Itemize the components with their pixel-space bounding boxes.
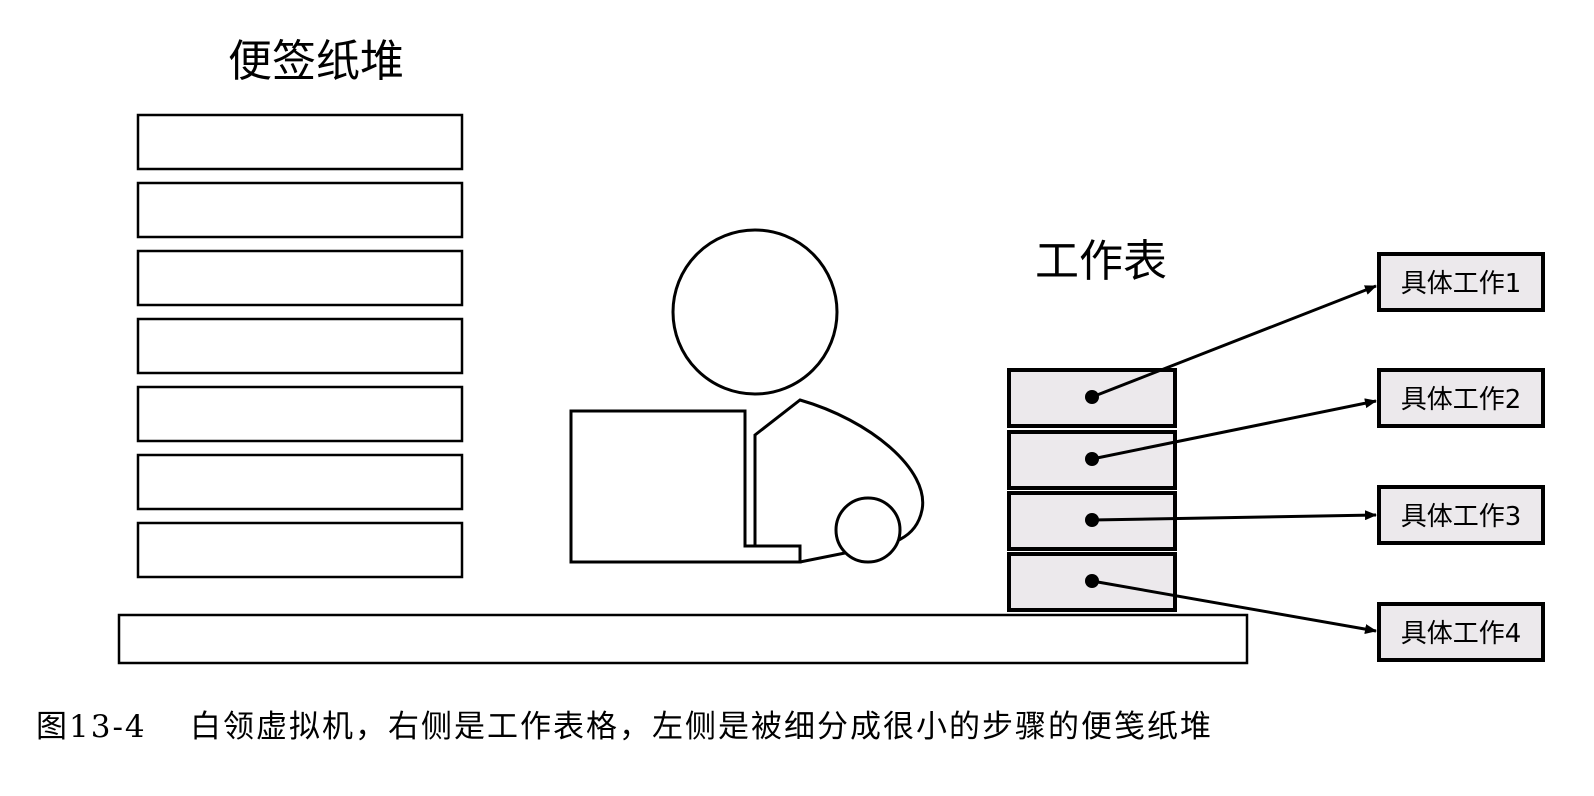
cell-1-dot <box>1085 390 1099 404</box>
sticky-note-1 <box>136 113 464 171</box>
sticky-note-7 <box>136 521 464 579</box>
sticky-note-stack <box>136 113 464 579</box>
worker-hand <box>834 496 902 564</box>
sticky-note-2 <box>136 181 464 239</box>
task-label-1: 具体工作1 <box>1401 269 1522 299</box>
sticky-note-3 <box>136 249 464 307</box>
cell-2-dot <box>1085 452 1099 466</box>
laptop-screen <box>569 409 802 564</box>
sticky-note-4 <box>136 317 464 375</box>
task-box-1: 具体工作1 <box>1377 252 1545 312</box>
task-label-2: 具体工作2 <box>1401 385 1522 415</box>
task-box-3: 具体工作3 <box>1377 485 1545 545</box>
cell-4-dot <box>1085 574 1099 588</box>
task-boxes: 具体工作1 具体工作2 具体工作3 具体工作4 <box>1377 252 1545 662</box>
cell-task-arrows <box>1085 284 1377 635</box>
task-label-3: 具体工作3 <box>1401 502 1522 532</box>
figure-number: 图13-4 <box>36 709 147 745</box>
worker-figure <box>569 228 925 564</box>
sticky-note-6 <box>136 453 464 511</box>
sticky-stack-title: 便签纸堆 <box>228 36 404 87</box>
arrow-cell-1 <box>1091 284 1377 399</box>
figure-caption: 白领虚拟机，右侧是工作表格，左侧是被细分成很小的步骤的便笺纸堆 <box>190 709 1213 745</box>
task-label-4: 具体工作4 <box>1401 619 1522 649</box>
work-table-title: 工作表 <box>1035 236 1167 287</box>
worker-head <box>671 228 839 396</box>
arrow-cell-2 <box>1091 398 1377 461</box>
task-box-4: 具体工作4 <box>1377 602 1545 662</box>
arrow-cell-3 <box>1091 510 1377 522</box>
desk <box>117 613 1249 665</box>
cell-3-dot <box>1085 513 1099 527</box>
arrow-cell-4 <box>1091 579 1377 635</box>
task-box-2: 具体工作2 <box>1377 368 1545 428</box>
sticky-note-5 <box>136 385 464 443</box>
